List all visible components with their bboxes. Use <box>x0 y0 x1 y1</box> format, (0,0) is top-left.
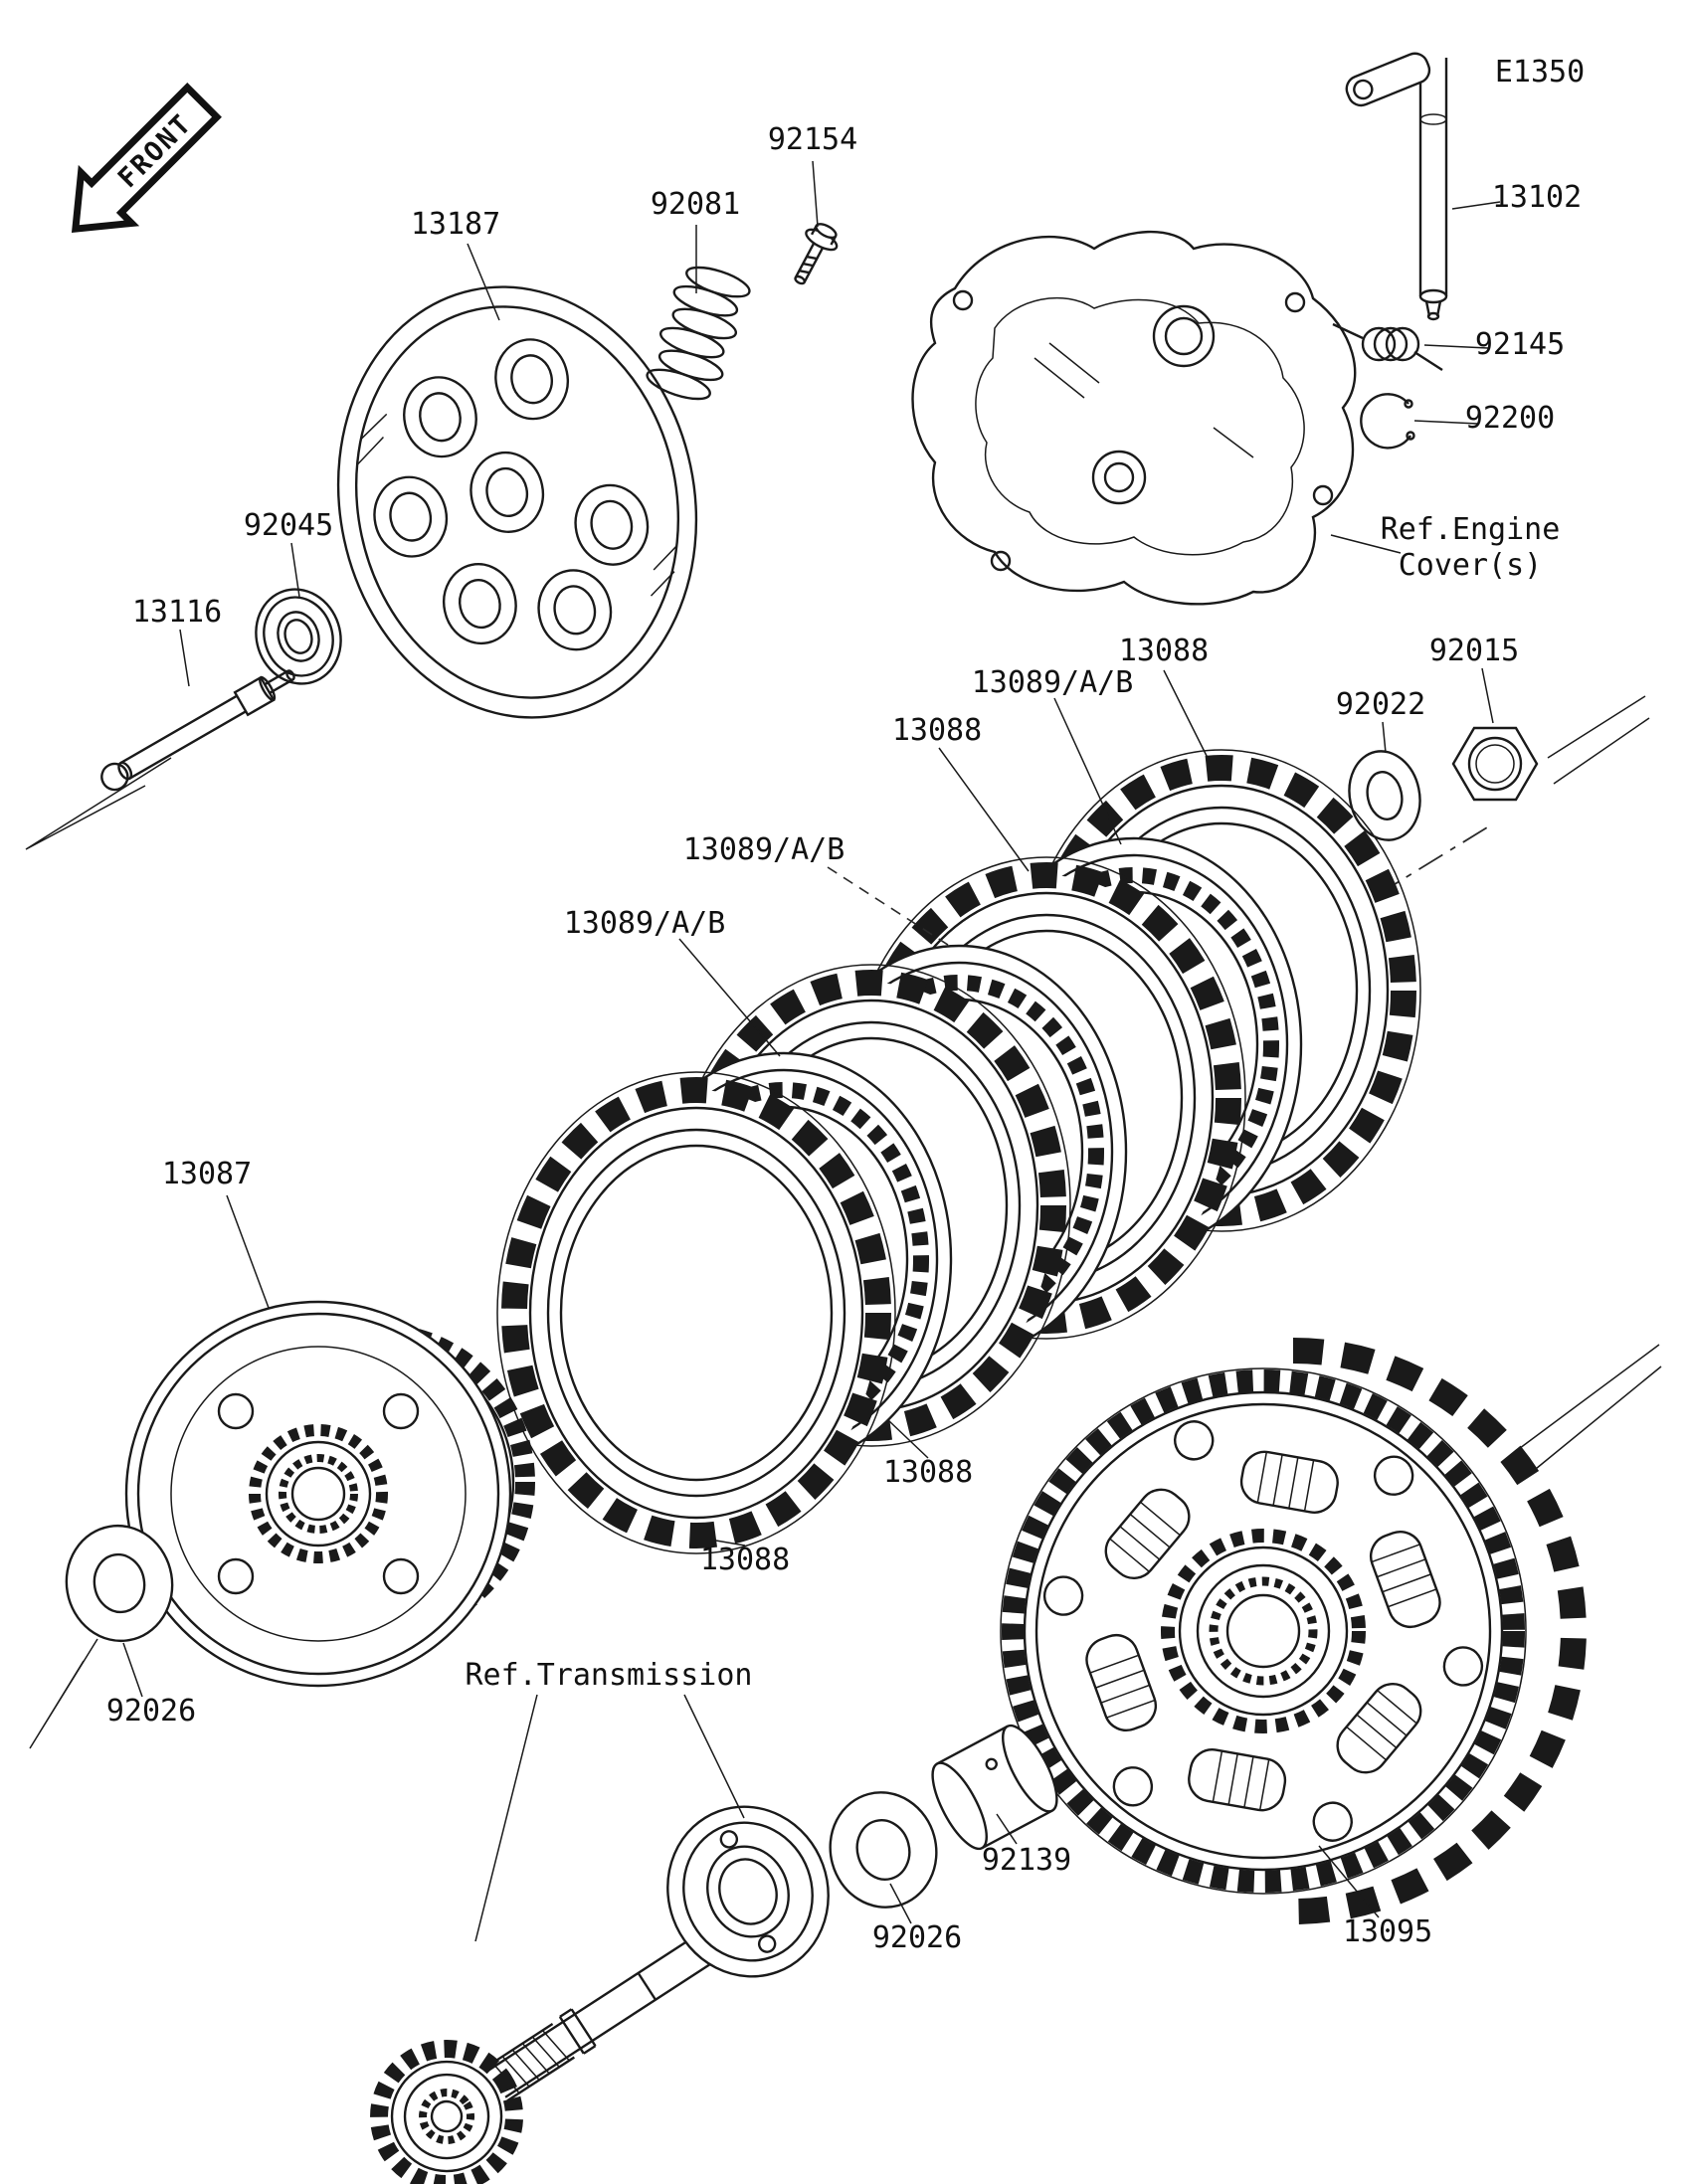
label-92026: 92026 <box>106 1694 196 1729</box>
part-13087-clutch-hub <box>124 1300 535 1688</box>
label-13088: 13088 <box>1119 634 1209 668</box>
label-92081: 92081 <box>651 187 740 222</box>
part-92154-bolt <box>794 223 839 285</box>
label-13088: 13088 <box>883 1455 973 1490</box>
part-92026-washer <box>829 1791 938 1909</box>
pointer-lines-housing <box>1511 1344 1662 1483</box>
part-13116-push-rod <box>100 669 295 792</box>
part-92015-nut <box>1451 726 1539 802</box>
label-13088: 13088 <box>700 1543 790 1577</box>
pointer-lines-pushrod <box>25 757 172 850</box>
label-13102: 13102 <box>1492 180 1582 215</box>
part-92022-washer <box>1348 750 1421 841</box>
label-13095: 13095 <box>1343 1914 1432 1949</box>
label-92139: 92139 <box>982 1843 1071 1878</box>
label-ref-engine-cover-line2: Cover(s) <box>1399 548 1543 583</box>
part-92145-spring <box>1332 322 1443 372</box>
transmission-shaft-drawing <box>370 1805 830 2184</box>
label-92200: 92200 <box>1465 401 1555 436</box>
part-92081-spring <box>646 266 751 401</box>
page-code: E1350 <box>1495 55 1585 90</box>
label-13116: 13116 <box>132 595 222 630</box>
label-13088: 13088 <box>892 713 982 748</box>
label-13089: 13089/A/B <box>683 832 846 867</box>
label-13089: 13089/A/B <box>564 906 726 941</box>
label-13089: 13089/A/B <box>972 665 1134 700</box>
label-13087: 13087 <box>162 1157 252 1191</box>
dashed-leader-steel-plate <box>827 866 952 948</box>
part-92200-snap-ring <box>1360 393 1415 450</box>
pointer-lines-nut <box>1547 695 1650 785</box>
transmission-bearing <box>666 1805 830 1978</box>
part-92045-bearing <box>255 588 342 685</box>
label-13187: 13187 <box>411 207 500 242</box>
front-arrow: FRONT <box>71 83 222 234</box>
label-92045: 92045 <box>244 508 333 543</box>
part-13102-release-shaft <box>1345 52 1448 321</box>
label-92154: 92154 <box>768 122 857 157</box>
part-92026-washer <box>65 1524 174 1643</box>
part-13095-clutch-housing <box>1000 1338 1587 1924</box>
pointer-lines-washer-left <box>29 1638 98 1749</box>
engine-cover-drawing <box>911 230 1357 606</box>
leader-lines <box>122 160 1501 1942</box>
label-92145: 92145 <box>1475 327 1565 362</box>
part-92139-collar <box>931 1724 1058 1851</box>
label-92022: 92022 <box>1336 687 1425 722</box>
label-92015: 92015 <box>1429 634 1519 668</box>
label-ref-engine-cover-line1: Ref.Engine <box>1381 512 1561 547</box>
label-ref-transmission: Ref.Transmission <box>466 1658 753 1693</box>
label-92026: 92026 <box>872 1920 962 1955</box>
part-13187-pressure-plate <box>336 285 698 719</box>
